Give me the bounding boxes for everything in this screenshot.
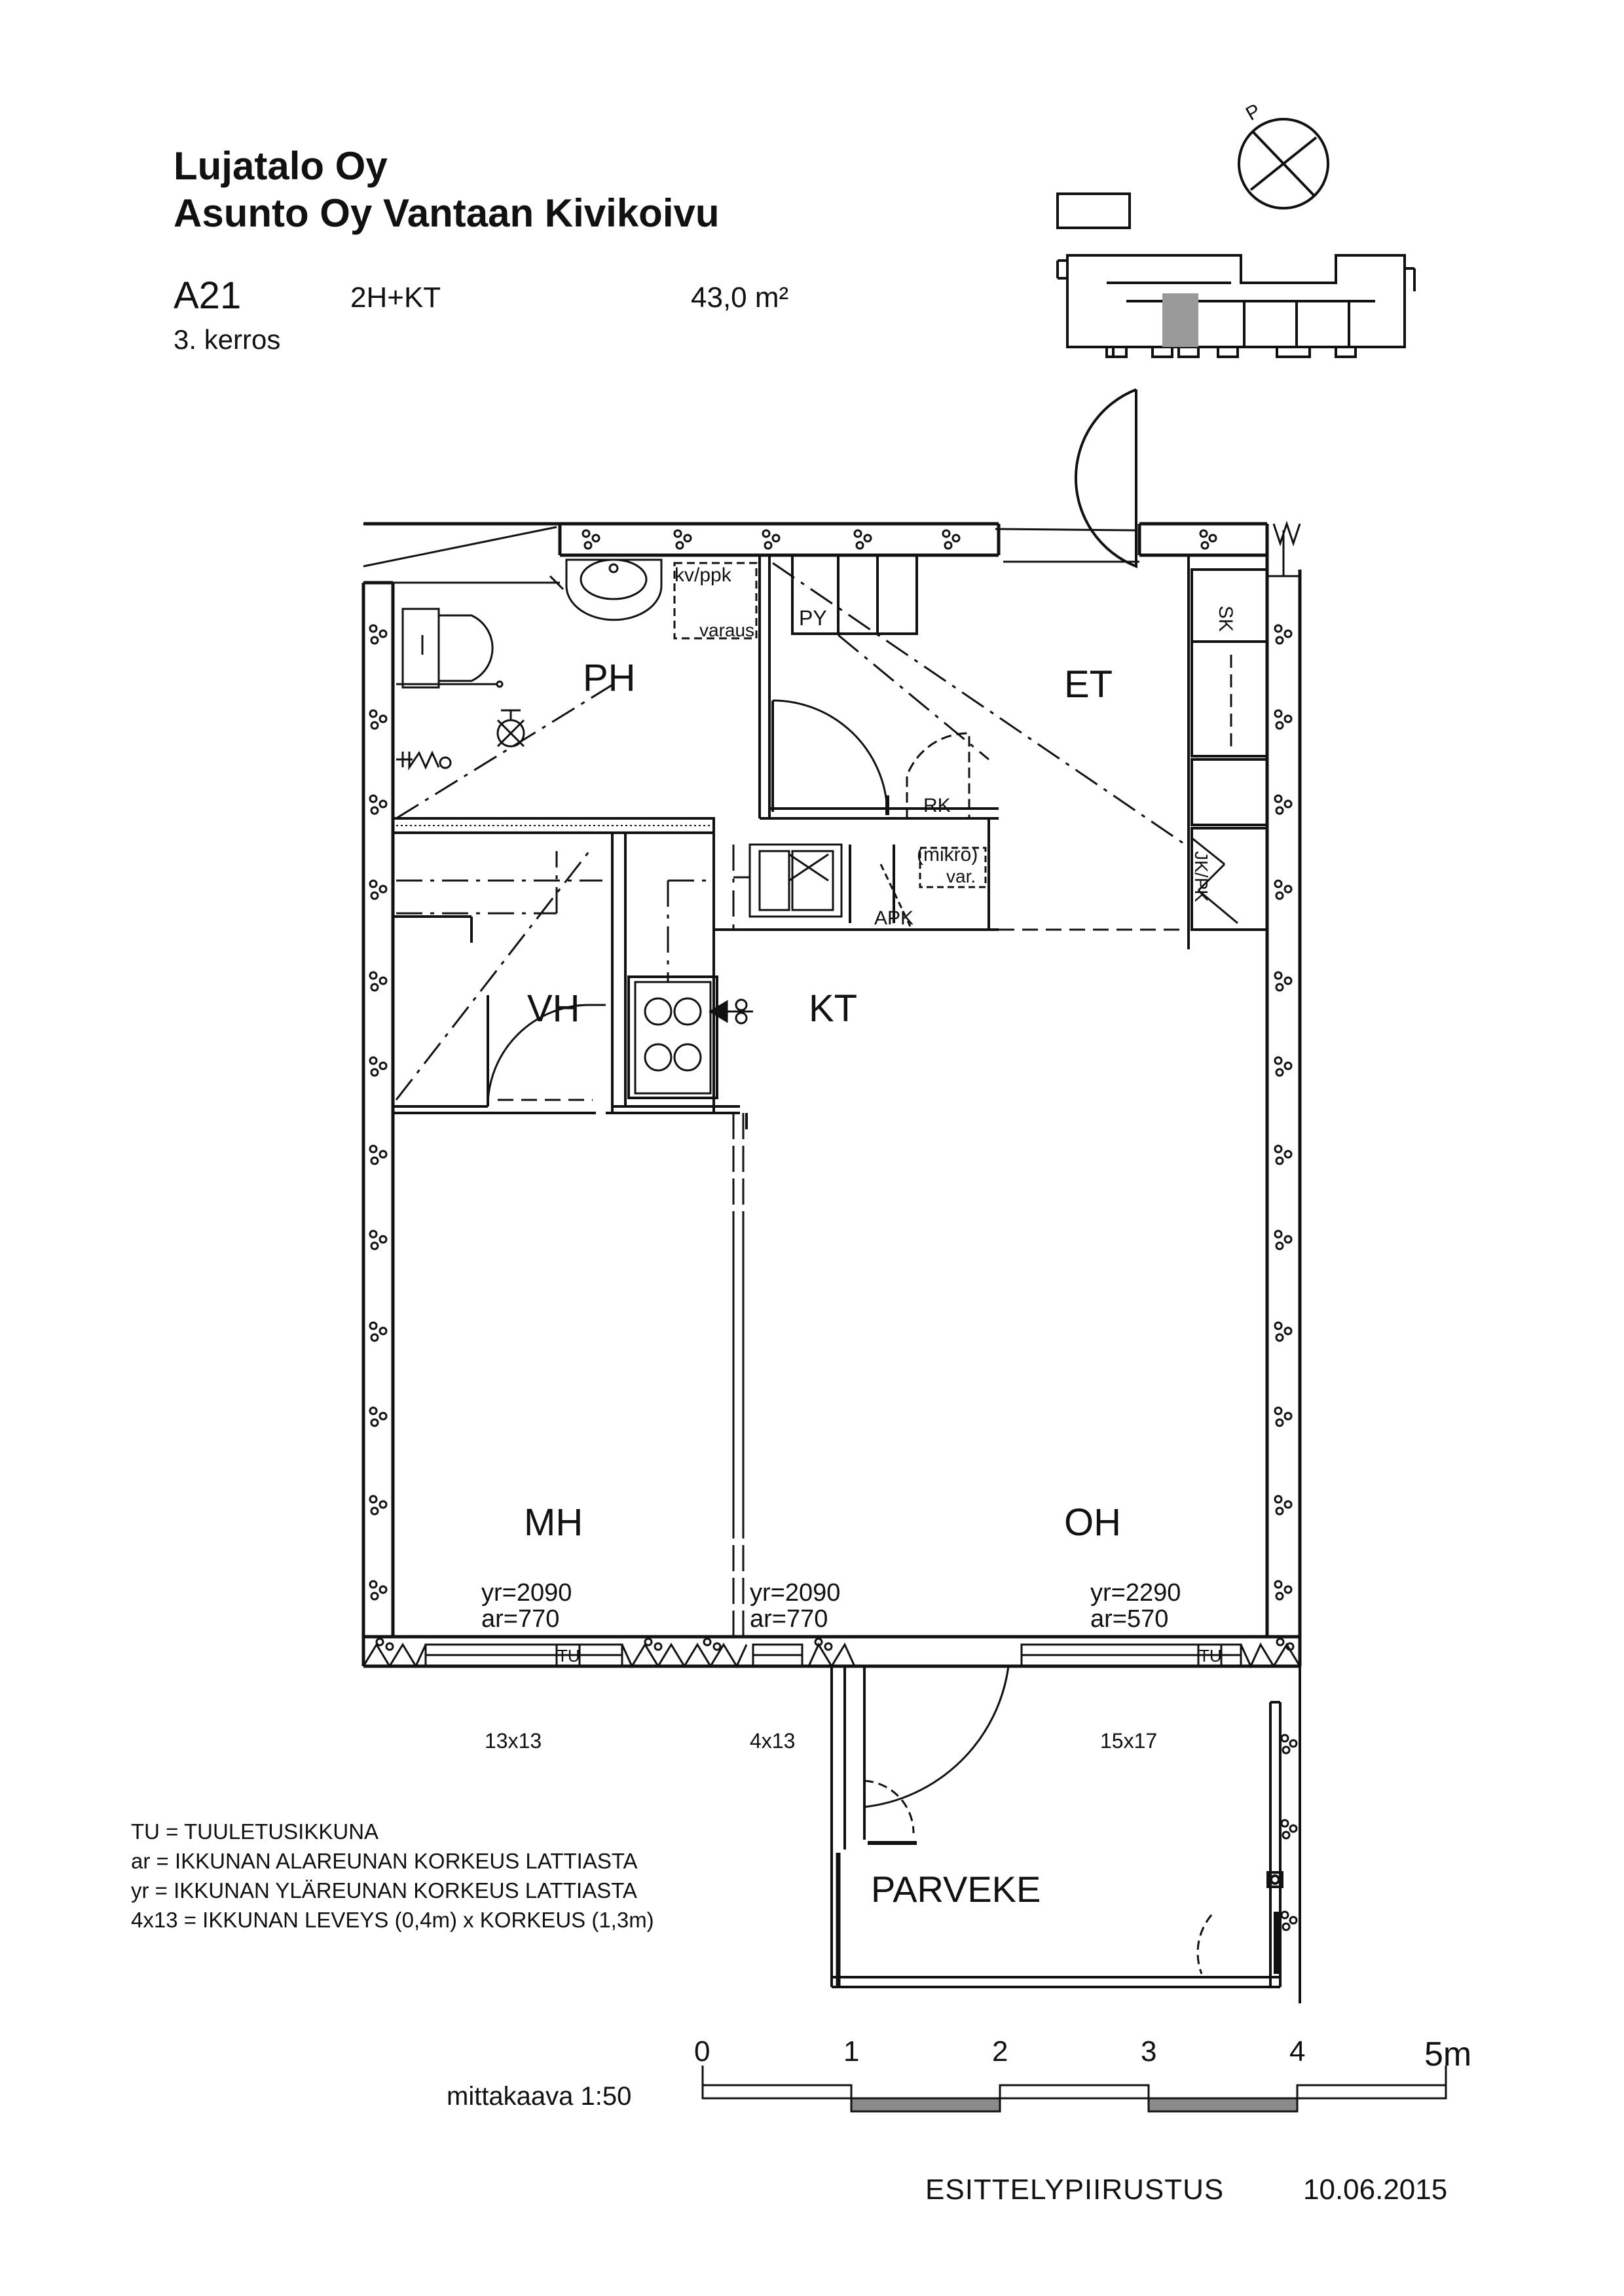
scale-tick-4: 4 [1289, 2035, 1305, 2068]
window-label-oh-ar: ar=570 [1090, 1605, 1168, 1633]
balcony-wall-hatch [1280, 1734, 1298, 1931]
window-label-tu-left: TU [557, 1646, 580, 1666]
window-size-right: 15x17 [1100, 1729, 1157, 1753]
corner-zigzag [1272, 520, 1301, 576]
wall-hatch-right [1274, 624, 1293, 1601]
room-label-oh: OH [1064, 1501, 1121, 1544]
window-label-mid-ar: ar=770 [750, 1605, 828, 1633]
room-label-vh: VH [527, 987, 580, 1030]
scale-label: mittakaava 1:50 [447, 2082, 632, 2111]
bottom-windows [362, 1642, 1301, 1669]
window-size-left: 13x13 [485, 1729, 542, 1753]
fixture-label-apk: APK [874, 907, 913, 929]
legend-line: ar = IKKUNAN ALAREUNAN KORKEUS LATTIASTA [131, 1849, 638, 1873]
floor-label: 3. kerros [174, 324, 281, 355]
room-label-kt: KT [809, 987, 857, 1030]
fixture-label-var: var. [946, 866, 976, 886]
window-legend: TU = TUULETUSIKKUNA ar = IKKUNAN ALAREUN… [131, 1817, 654, 1935]
interior-walls [392, 554, 1268, 1637]
fixture-label-rk: RK [923, 795, 951, 816]
exterior-walls [361, 522, 1302, 1668]
fixture-label-mikro: (mikro) [917, 844, 978, 866]
window-label-oh-yr: yr=2290 [1090, 1579, 1181, 1607]
scale-tick-5: 5m [1424, 2035, 1471, 2073]
company-name: Lujatalo Oy [174, 144, 388, 188]
scale-tick-3: 3 [1141, 2035, 1156, 2068]
legend-line: TU = TUULETUSIKKUNA [131, 1819, 379, 1844]
unit-code: A21 [174, 274, 242, 317]
fixture-label-py: PY [799, 606, 827, 630]
legend-line: 4x13 = IKKUNAN LEVEYS (0,4m) x KORKEUS (… [131, 1908, 654, 1932]
window-size-mid: 4x13 [750, 1729, 795, 1753]
footer-title: ESITTELYPIIRUSTUS [925, 2174, 1225, 2206]
key-plan-unit-highlight [1162, 293, 1198, 347]
fixture-label-varaus: varaus [699, 620, 754, 640]
room-label-mh: MH [524, 1501, 583, 1544]
fixture-label-kv-ppk: kv/ppk [674, 564, 732, 586]
fixture-label-jk-pk: JK/PK [1191, 851, 1211, 902]
bathroom-fixtures [396, 558, 758, 771]
room-label-ph: PH [583, 657, 636, 699]
scale-bar [701, 2066, 1447, 2113]
ceiling-lines [395, 562, 1186, 1101]
wall-hatch-top [581, 529, 1217, 550]
room-label-parveke: PARVEKE [871, 1868, 1041, 1910]
legend-line: yr = IKKUNAN YLÄREUNAN KORKEUS LATTIASTA [131, 1878, 637, 1903]
scale-tick-1: 1 [843, 2035, 859, 2068]
scale-tick-0: 0 [694, 2035, 710, 2068]
doors [487, 699, 970, 1107]
unit-area: 43,0 m² [691, 282, 789, 314]
jk-pk-box [1190, 837, 1238, 930]
footer-date: 10.06.2015 [1303, 2174, 1448, 2206]
compass-north-label: P [1242, 100, 1264, 125]
header-company: Lujatalo Oy Asunto Oy Vantaan Kivikoivu [174, 143, 720, 237]
balcony [830, 1666, 1301, 2003]
wall-hatch-left [369, 624, 388, 1601]
window-label-mid-yr: yr=2090 [750, 1579, 840, 1607]
unit-type: 2H+KT [350, 282, 441, 314]
room-label-et: ET [1064, 663, 1113, 706]
window-label-mh-ar: ar=770 [481, 1605, 559, 1633]
project-name: Asunto Oy Vantaan Kivikoivu [174, 191, 720, 235]
compass-icon [1238, 118, 1329, 210]
scale-tick-2: 2 [992, 2035, 1008, 2068]
window-label-mh-yr: yr=2090 [481, 1579, 572, 1607]
ventilation-arrow-icon [709, 998, 753, 1025]
window-label-tu-right: TU [1199, 1646, 1222, 1666]
key-plan [1056, 192, 1416, 358]
fixture-label-sk: SK [1215, 606, 1236, 632]
